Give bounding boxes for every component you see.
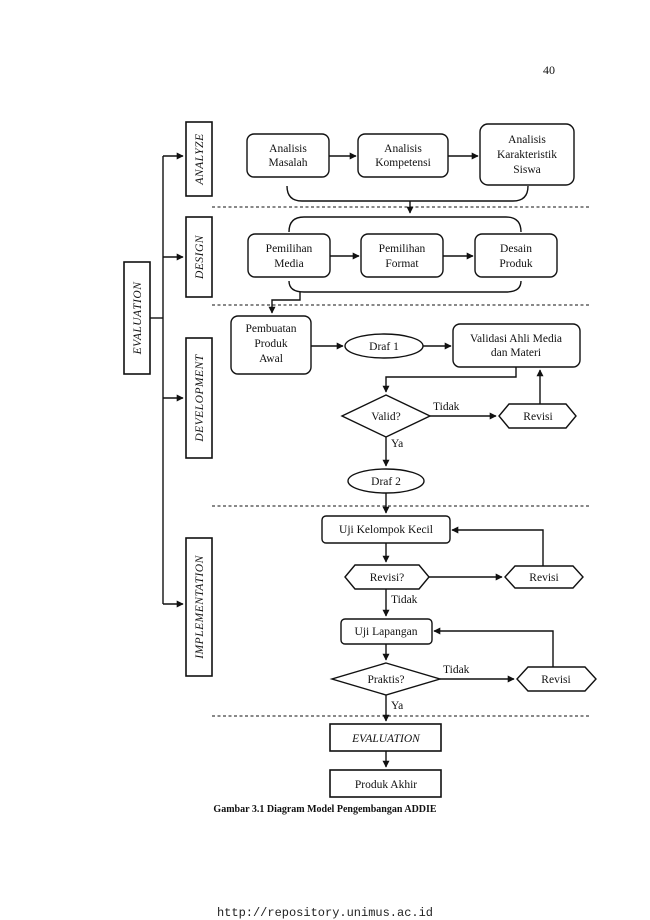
design-top-bracket (288, 216, 522, 233)
design-bottom-bracket (288, 280, 522, 293)
uji-lapangan-label: Uji Lapangan (355, 626, 418, 638)
phase-box-analyze (185, 121, 213, 197)
page-number: 40 (543, 63, 555, 77)
revisi-hexagon-3 (516, 666, 597, 692)
development-label: DEVELOPMENT (194, 353, 206, 442)
desain-produk-box (474, 233, 558, 278)
arrow-revisi-lapangan (433, 627, 554, 667)
uji-kelompok-kecil-label: Uji Kelompok Kecil (339, 524, 433, 536)
analyze-label: ANALYZE (194, 133, 206, 185)
valid-tidak-label: Tidak (433, 401, 460, 413)
praktis-ya-label: Ya (391, 700, 403, 712)
pemilihan-format-box (360, 233, 444, 278)
arrow-design-development (268, 292, 301, 314)
arrow-validasi-decision (382, 367, 517, 393)
praktis-decision-label: Praktis? (367, 674, 404, 686)
revisi-hexagon-2 (504, 565, 584, 589)
phase-box-development (185, 337, 213, 459)
phase-dividers (212, 206, 590, 717)
validasi-ahli-box (452, 323, 581, 368)
pemilihan-media-box (247, 233, 331, 278)
draf-1-label: Draf 1 (369, 341, 399, 353)
revisi-tidak-label: Tidak (391, 594, 418, 606)
revisi-question-label: Revisi? (370, 572, 405, 584)
revisi-label-3: Revisi (541, 674, 570, 686)
phase-box-implementation (185, 537, 213, 677)
analyze-bracket (286, 185, 529, 202)
arrow-revisi-kelompok (451, 526, 544, 566)
design-label: DESIGN (194, 234, 206, 280)
produk-akhir-box (329, 769, 442, 798)
analisis-karakteristik-box (479, 123, 575, 186)
revisi-hexagon-1 (498, 403, 577, 429)
evaluation-side-label: EVALUATION (132, 281, 144, 356)
produk-akhir-label: Produk Akhir (355, 779, 417, 791)
phase-box-design (185, 216, 213, 298)
analisis-kompetensi-box (357, 133, 449, 178)
praktis-tidak-label: Tidak (443, 664, 470, 676)
valid-ya-label: Ya (391, 438, 403, 450)
revisi-label-2: Revisi (529, 572, 558, 584)
draf-2-label: Draf 2 (371, 476, 401, 488)
final-evaluation-label: EVALUATION (351, 733, 421, 745)
pembuatan-produk-box (230, 315, 312, 375)
evaluation-branch-lines (150, 152, 184, 608)
implementation-label: IMPLEMENTATION (194, 554, 206, 659)
figure-caption: Gambar 3.1 Diagram Model Pengembangan AD… (213, 804, 437, 815)
footer-url: http://repository.unimus.ac.id (216, 906, 434, 920)
revisi-label-1: Revisi (523, 411, 552, 423)
valid-decision-label: Valid? (371, 411, 400, 423)
analisis-masalah-box (246, 133, 330, 178)
